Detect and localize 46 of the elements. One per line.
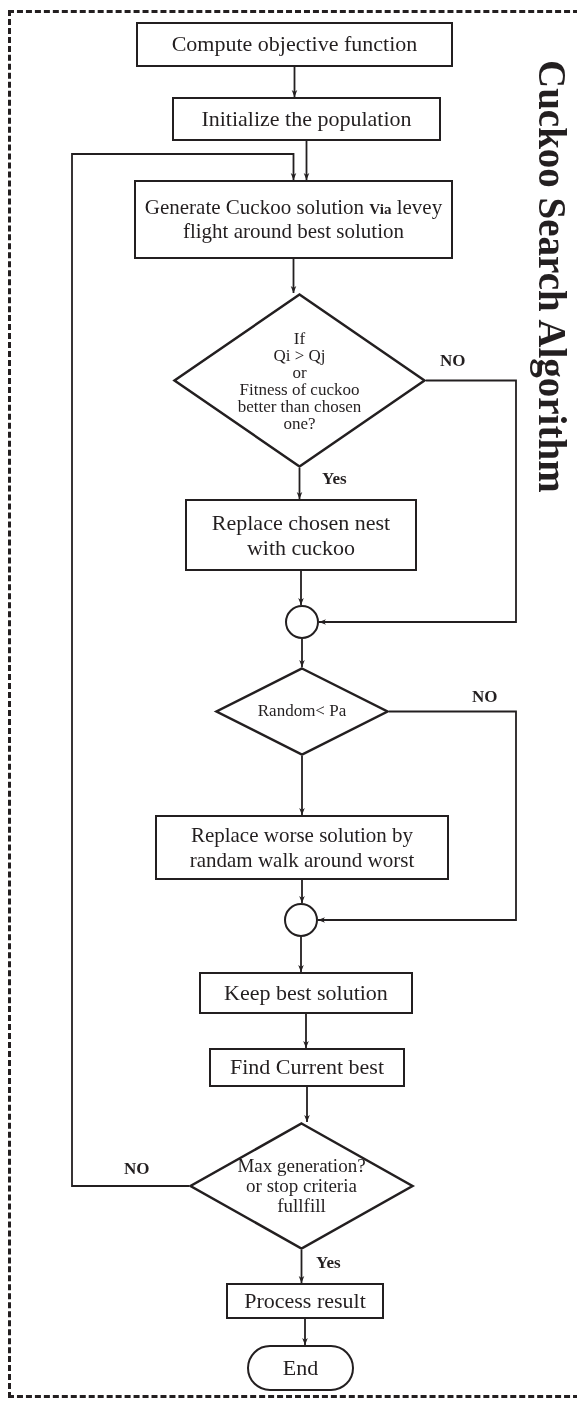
decision-text: Qi > Qj (272, 346, 327, 364)
terminator (247, 1345, 354, 1391)
arrow (71, 153, 297, 1187)
arrow (298, 936, 304, 973)
process-box (134, 180, 453, 259)
arrow (303, 1013, 309, 1049)
title: Cuckoo Search Algorithm (530, 60, 574, 495)
process-box (172, 97, 441, 141)
process-text: Generate Cuckoo solution Via levey flight around best solution (143, 196, 444, 243)
process-text: Compute objective function (170, 32, 419, 57)
decision-text: If (292, 329, 307, 347)
arrow (291, 66, 298, 98)
process-text: Replace worse solution by randam walk around worst (188, 823, 416, 872)
process-text: Find Current best (229, 1055, 385, 1080)
decision-text: Fitness of cuckoo better than chosen one? (236, 380, 363, 432)
arrow (290, 258, 297, 294)
connector-circle (284, 903, 318, 937)
arrow (303, 140, 310, 181)
process-box (199, 972, 413, 1014)
connector-circle (285, 605, 319, 639)
decision-diamond (173, 293, 426, 468)
arrow (304, 1086, 310, 1123)
arrow (298, 570, 304, 606)
arrow (298, 1249, 305, 1284)
process-box (136, 22, 453, 67)
process-box (155, 815, 449, 880)
arrow (317, 710, 517, 923)
decision-diamond (189, 1122, 414, 1250)
arrow (299, 638, 305, 668)
arrow (318, 379, 517, 625)
process-text: Process result (243, 1288, 367, 1314)
process-box (209, 1048, 405, 1087)
process-box (226, 1283, 384, 1319)
arrow (299, 879, 305, 904)
process-box (185, 499, 417, 571)
arrow (302, 1318, 308, 1346)
terminator-text: End (281, 1355, 320, 1381)
decision-text: or (291, 363, 308, 381)
process-text: Initialize the population (200, 106, 413, 132)
decision-text: Max generation? or stop criteria fullfill (236, 1156, 367, 1216)
arrow (296, 467, 303, 500)
decision-diamond (215, 667, 389, 756)
arrow (299, 755, 305, 816)
decision-text: Random< Pa (256, 702, 348, 721)
process-text: Replace chosen nest with cuckoo (210, 509, 392, 561)
process-text: Keep best solution (223, 980, 389, 1006)
